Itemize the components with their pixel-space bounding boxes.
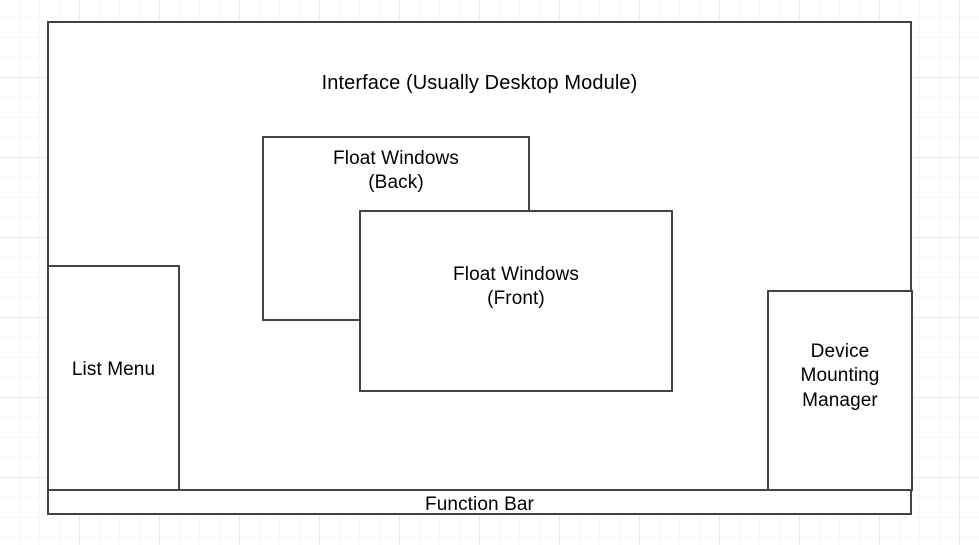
float-window-front-label: Float Windows (Front) — [453, 264, 579, 310]
function-bar-label: Function Bar — [425, 494, 534, 515]
interface-title-label: Interface (Usually Desktop Module) — [321, 72, 638, 94]
device-mounting-manager-panel[interactable]: Device Mounting Manager — [767, 290, 913, 491]
float-window-back-label: Float Windows (Back) — [333, 148, 459, 194]
float-window-front[interactable]: Float Windows (Front) — [359, 210, 673, 392]
list-menu-label: List Menu — [71, 359, 156, 380]
device-mounting-manager-label: Device Mounting Manager — [800, 341, 880, 411]
list-menu-panel[interactable]: List Menu — [47, 265, 180, 491]
function-bar[interactable]: Function Bar — [47, 489, 912, 515]
